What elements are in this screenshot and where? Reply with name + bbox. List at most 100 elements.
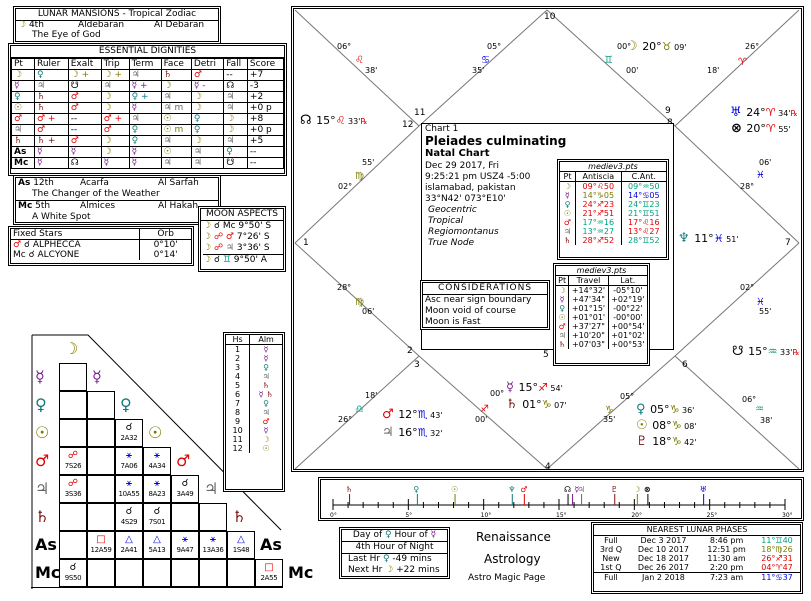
fixed-star-row: ♂ ☌ ALPHECCA 0°10' [11,239,191,250]
aspect-cell[interactable]: ☍3S36 [59,475,87,503]
table-cell: +00°54' [611,322,645,331]
placement-minutes: 43' [427,411,443,420]
aspect-cell[interactable]: ⚹8A23 [143,475,171,503]
mc-icon: Mc [13,250,26,260]
column-header: Trip [100,58,130,70]
house-number-10: 10 [544,12,556,22]
placement-venus[interactable]: ♀ 05°♑ 36' [636,403,694,418]
dignity-cell: ♂ [67,135,102,147]
aspect-cell[interactable]: ⚹7A06 [115,447,143,475]
sextile-icon: ⚹ [154,450,160,461]
dignity-cell: ☽ [190,91,225,103]
opposition-icon: ☍ [67,478,79,489]
column-header: Fall [223,58,248,70]
aspect-cell[interactable] [87,391,115,419]
placement-saturn[interactable]: ♄ 01°♑ 07' [506,398,566,413]
phase-name: 3rd Q [599,545,622,554]
aspect-cell[interactable] [171,503,199,531]
dignity-cell: ♂ [67,91,102,103]
brand-astrology[interactable]: Astrology [484,552,541,566]
sextile-icon: ⚹ [126,450,132,461]
placement-neptune[interactable]: ♆ 11°♓ 51' [678,232,738,247]
aspect-cell[interactable] [227,559,255,587]
aspect-orb: 5A13 [148,546,166,554]
phase-position: 18°♍26 [761,545,793,554]
aspect-cell[interactable]: △1S48 [227,531,255,559]
almuten-planet: ☿ [250,426,282,435]
aspect-cell[interactable]: □12A59 [87,531,115,559]
aspect-cell[interactable]: ☌9S50 [59,559,87,587]
dignity-cell: ☽ + [100,69,130,81]
south-node-icon: ☋ [732,344,749,359]
pluto-marker: ♇ [611,485,618,494]
placement-jupiter[interactable]: ♃ 16°♏ 32' [382,426,442,441]
aspect-cell[interactable]: △5A13 [143,531,171,559]
aspect-cell[interactable] [59,391,87,419]
aspect-cell[interactable]: ⚹13A36 [199,531,227,559]
placement-minutes: 08' [681,422,697,431]
lunar-mansions-panel: LUNAR MANSIONS - Tropical Zodiac ☽ 4th A… [13,6,221,44]
placement-sun[interactable]: ☉ 08°♑ 08' [636,419,696,434]
jupiter-icon: ♃ [382,425,399,440]
house-number-2: 2 [407,346,413,356]
aspect-cell[interactable]: ☌3A49 [171,475,199,503]
placement-uranus[interactable]: ♅ 24°♈ 34'℞ [730,106,798,121]
aspect-cell[interactable] [87,475,115,503]
aspect-cell[interactable] [171,559,199,587]
mars-icon: ♂ [35,451,50,470]
column-header: Travel [568,275,609,286]
aspect-cell[interactable] [87,503,115,531]
aspect-cell[interactable]: △2A41 [115,531,143,559]
placement-south-node[interactable]: ☋ 15°♒ 33'℞ [732,345,800,360]
cusp-minutes: 18' [365,391,378,400]
placement-degree: 16° [398,426,418,439]
aspect-cell[interactable]: ⚹10A55 [115,475,143,503]
aspect-cell[interactable]: ⚹4A34 [143,447,171,475]
aspect-cell[interactable]: ☌4S29 [115,503,143,531]
aspect-cell[interactable] [199,559,227,587]
aspect-cell[interactable] [59,531,87,559]
placement-north-node[interactable]: ☊ 15°♌ 33'℞ [300,114,368,129]
aspect-cell[interactable] [59,419,87,447]
aspect-cell[interactable] [87,447,115,475]
aspect-cell[interactable] [59,363,87,391]
cusp-sign-icon: ♓ [756,297,765,308]
brand-renaissance[interactable]: Renaissance [476,530,551,544]
aspect-cell[interactable] [143,559,171,587]
aspect-orb: 9°50' A [233,255,267,265]
aspect-cell[interactable]: □2A55 [255,559,283,587]
aspect-cell[interactable]: ☌7S01 [143,503,171,531]
column-header: Hs [226,335,251,345]
aspect-cell[interactable] [115,559,143,587]
aspect-cell[interactable]: ☍7S26 [59,447,87,475]
conjunction-icon: ☌ [153,506,161,517]
placement-part-of-fortune[interactable]: ⊗ 20°♈ 55' [731,122,791,137]
aspect-cell[interactable]: ⚹9A47 [171,531,199,559]
aspect-cell[interactable] [87,419,115,447]
phase-time: 12:51 pm [707,545,746,554]
dignity-cell: -- [246,146,285,158]
aspect-cell[interactable] [59,503,87,531]
almuten-planet: ♂ [250,417,282,426]
mansion-name: Aldebaran [78,20,125,30]
brand-astro-magic-page[interactable]: Astro Magic Page [468,573,546,583]
aspect-orb: 2A32 [120,434,138,442]
placement-mercury[interactable]: ☿ 15°♐ 54' [506,381,563,396]
aspect-cell[interactable] [87,559,115,587]
dignity-cell: ♃ [190,157,225,169]
placement-minutes: 42' [681,438,697,447]
jupiter-diagonal-icon: ♃ [204,479,219,498]
placement-moon[interactable]: ☽ 20°♉ 09' [626,40,686,55]
aspect-cell[interactable] [199,503,227,531]
dignity-cell: ♂ [34,124,69,136]
placement-pluto[interactable]: ♇ 18°♑ 42' [636,435,696,450]
placement-mars[interactable]: ♂ 12°♏ 43' [382,408,442,423]
aspect-cell[interactable]: ☌2A32 [115,419,143,447]
dignity-cell: ♃ [190,146,225,158]
table-row: ♄+07'03"+00°53' [556,340,647,349]
mars-icon: ♂ [225,232,237,242]
dignity-cell: -- [246,157,285,169]
